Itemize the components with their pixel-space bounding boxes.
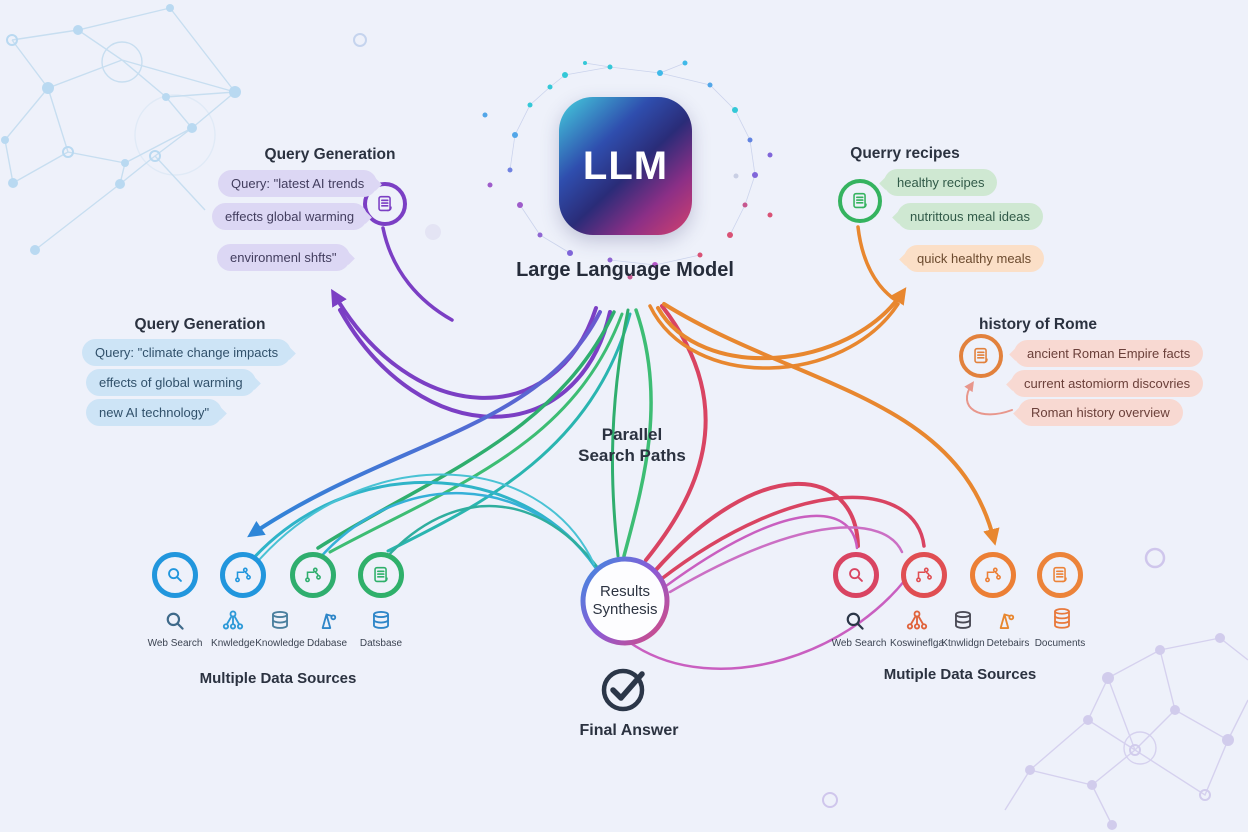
llm-caption: Large Language Model (516, 259, 734, 281)
check-icon (601, 668, 645, 712)
knowledge-node (220, 552, 266, 598)
query-bubble: quick healthy meals (904, 245, 1045, 272)
query-bubble: effects global warming (212, 203, 368, 230)
scroll-icon (1053, 566, 1067, 583)
search-icon (168, 568, 182, 582)
query-bubble: new AI technology" (86, 399, 223, 426)
workflow-icon (305, 567, 321, 583)
documents-node (1037, 552, 1083, 598)
query-bubble: nutrittous meal ideas (897, 203, 1043, 230)
source-label: Koswineflga (890, 638, 944, 649)
database-icon (955, 610, 971, 629)
knowledge-icon (906, 610, 928, 630)
llm-node-sparks (482, 60, 773, 280)
query-group-heading: Query Generation (264, 146, 396, 163)
source-label: Datsbase (359, 638, 403, 649)
knowledge-icon (222, 610, 244, 630)
multiple-data-sources-caption: Multiple Data Sources (199, 670, 357, 687)
query-bubble: ancient Roman Empire facts (1014, 340, 1204, 367)
final-answer-label: Final Answer (579, 722, 679, 739)
results-synthesis-node: Results Synthesis (592, 583, 658, 618)
source-label: Web Search (147, 638, 203, 649)
source-label: Knwledge (211, 638, 255, 649)
scroll-icon (853, 192, 867, 209)
knowledge-node (290, 552, 336, 598)
web-search-node (833, 552, 879, 598)
documents-icon (1054, 608, 1070, 629)
documents-node (358, 552, 404, 598)
source-label: Ddabase (306, 638, 348, 649)
query-bubble: Query: "latest AI trends (218, 170, 378, 197)
query-bubble: effects of global warming (86, 369, 256, 396)
query-group-heading: history of Rome (979, 316, 1097, 333)
network-decoration-top-left (1, 4, 241, 255)
query-bubble: Roman history overview (1018, 399, 1183, 426)
query-bubble: Query: "climate change impacts (82, 339, 292, 366)
parallel-search-paths-label: Parallel Search Paths (578, 425, 686, 465)
network-decoration-bottom-right (1004, 633, 1248, 830)
workflow-icon (235, 567, 251, 583)
workflow-icon (985, 567, 1001, 583)
database-icon (272, 610, 288, 629)
workflow-icon (916, 567, 932, 583)
web-search-node (152, 552, 198, 598)
query-group-heading: Query Generation (134, 316, 266, 333)
source-label: Documents (1034, 638, 1086, 649)
multiple-data-sources-caption: Mutiple Data Sources (883, 666, 1037, 683)
query-generation-node (959, 334, 1003, 378)
search-icon (846, 612, 864, 630)
llm-label: LLM (582, 143, 669, 188)
query-bubble: environmenl shfts" (217, 244, 350, 271)
database-icon (373, 610, 389, 629)
source-label: Web Search (831, 638, 887, 649)
search-icon (849, 568, 863, 582)
source-label: Knowledge (255, 638, 305, 649)
filter-icon (321, 613, 337, 629)
query-bubble: healthy recipes (884, 169, 998, 196)
scroll-icon (374, 566, 388, 583)
llm-icon: LLM (559, 97, 692, 235)
filter-icon (999, 613, 1015, 629)
search-icon (166, 612, 184, 630)
knowledge-node (901, 552, 947, 598)
query-group-heading: Querry recipes (850, 145, 960, 162)
source-label: Ktnwlidgn (941, 638, 985, 649)
source-label: Detebairs (986, 638, 1030, 649)
query-bubble: current astomiorm discovries (1011, 370, 1204, 397)
scroll-icon (974, 347, 988, 364)
query-generation-node (838, 179, 882, 223)
scroll-icon (378, 195, 392, 212)
knowledge-node (970, 552, 1016, 598)
